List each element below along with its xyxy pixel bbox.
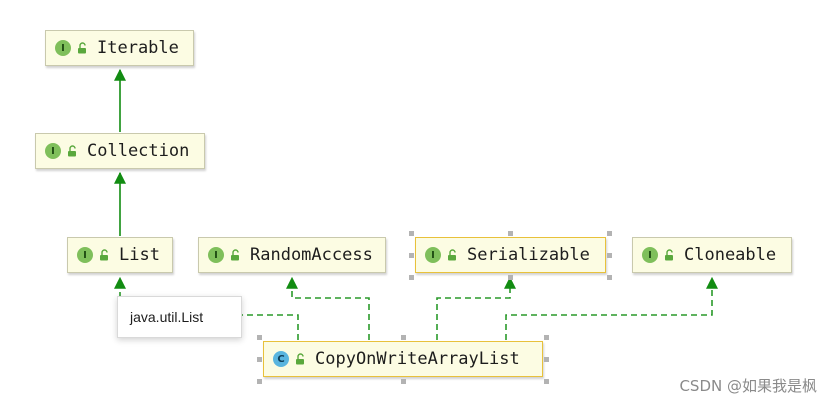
edge-cow-to-randomaccess: [286, 276, 370, 340]
selection-handle[interactable]: [607, 231, 612, 236]
selection-handle[interactable]: [607, 275, 612, 280]
open-lock-icon: [664, 249, 675, 261]
interface-badge-icon: I: [425, 247, 441, 263]
interface-badge-icon: I: [77, 247, 93, 263]
open-lock-icon: [99, 249, 110, 261]
node-label: Iterable: [97, 38, 179, 58]
edge-cow-to-serializable: [436, 276, 516, 340]
selection-handle[interactable]: [544, 335, 549, 340]
node-label: Collection: [87, 141, 190, 161]
tooltip: java.util.List: [117, 296, 242, 338]
interface-badge-icon: I: [45, 143, 61, 159]
interface-badge-icon: I: [642, 247, 658, 263]
selection-handle[interactable]: [409, 275, 414, 280]
node-label: Cloneable: [684, 245, 777, 265]
class-badge-icon: C: [273, 351, 289, 367]
node-label: CopyOnWriteArrayList: [315, 349, 520, 369]
open-lock-icon: [67, 145, 78, 157]
selection-handle[interactable]: [508, 275, 513, 280]
selection-handle[interactable]: [257, 379, 262, 384]
node-iterable[interactable]: I Iterable: [45, 30, 194, 66]
selection-handle[interactable]: [409, 253, 414, 258]
open-lock-icon: [230, 249, 241, 261]
node-cloneable[interactable]: I Cloneable: [632, 237, 792, 273]
node-label: List: [119, 245, 160, 265]
selection-handle[interactable]: [544, 357, 549, 362]
selection-handle[interactable]: [257, 357, 262, 362]
open-lock-icon: [77, 42, 88, 54]
open-lock-icon: [447, 249, 458, 261]
node-serializable[interactable]: I Serializable: [415, 237, 606, 273]
tooltip-text: java.util.List: [130, 309, 204, 325]
open-lock-icon: [295, 353, 306, 365]
selection-handle[interactable]: [607, 253, 612, 258]
interface-badge-icon: I: [208, 247, 224, 263]
watermark: CSDN @如果我是枫: [679, 377, 817, 395]
node-label: RandomAccess: [250, 245, 373, 265]
selection-handle[interactable]: [401, 335, 406, 340]
node-collection[interactable]: I Collection: [35, 133, 205, 169]
selection-handle[interactable]: [508, 231, 513, 236]
node-label: Serializable: [467, 245, 590, 265]
selection-handle[interactable]: [401, 379, 406, 384]
selection-handle[interactable]: [257, 335, 262, 340]
node-copy-on-write-array-list[interactable]: C CopyOnWriteArrayList: [263, 341, 543, 377]
interface-badge-icon: I: [55, 40, 71, 56]
selection-handle[interactable]: [544, 379, 549, 384]
edge-cow-to-cloneable: [505, 276, 718, 340]
selection-handle[interactable]: [409, 231, 414, 236]
node-list[interactable]: I List: [67, 237, 173, 273]
node-random-access[interactable]: I RandomAccess: [198, 237, 386, 273]
